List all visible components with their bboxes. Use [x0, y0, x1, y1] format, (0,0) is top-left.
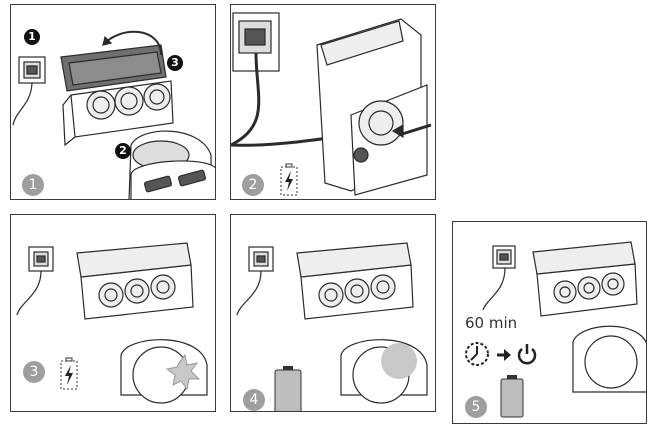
step-1-panel: 1 2 3 1: [10, 4, 216, 200]
glow-circle: [381, 343, 417, 379]
step-2-panel: 2: [230, 4, 436, 200]
step-1-illustration: [11, 5, 216, 200]
step-3-panel: 3: [10, 214, 216, 412]
callout-2: 2: [115, 143, 131, 159]
step-number: 4: [243, 389, 265, 411]
step-4-illustration: [231, 215, 436, 412]
battery-full-icon: [499, 374, 525, 420]
step-number: 3: [23, 361, 45, 383]
callout-1: 1: [24, 29, 40, 45]
step-number: 5: [465, 396, 487, 418]
power-icon: [515, 342, 539, 366]
charging-bolt-icon: [277, 163, 301, 200]
battery-full-icon: [273, 365, 303, 412]
timer-icon: [463, 340, 491, 368]
step-4-panel: 4: [230, 214, 436, 412]
step-3-illustration: [11, 215, 216, 412]
step-5-panel: 60 min 5: [452, 221, 647, 424]
timer-duration-label: 60 min: [465, 314, 517, 332]
step-number: 2: [242, 174, 264, 196]
step-2-illustration: [231, 5, 436, 200]
callout-3: 3: [167, 55, 183, 71]
charging-bolt-icon: [57, 357, 81, 395]
step-number: 1: [22, 174, 44, 196]
arrow-right-icon: [495, 346, 513, 364]
